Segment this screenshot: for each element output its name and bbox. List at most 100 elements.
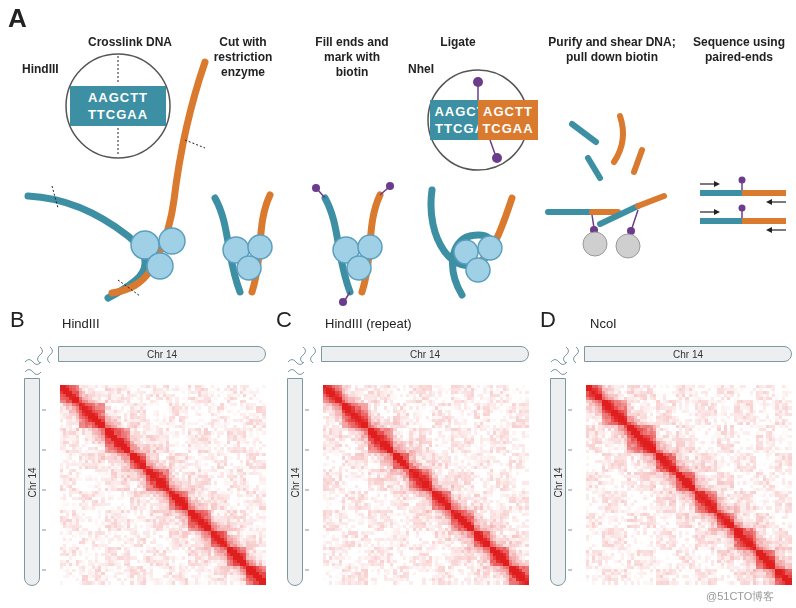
illustration-shape [490,140,495,154]
illustration-shape [473,77,483,87]
illustration-shape [118,128,119,156]
illustration-shape [638,196,664,206]
illustration-shape [700,211,716,212]
illustration-shape [358,235,382,259]
chromosome-label: Chr 14 [290,467,301,497]
illustration-shape [48,347,53,363]
illustration-shape [714,209,720,215]
sequence-text: TTCGAA [74,106,162,123]
illustration-shape [568,410,572,411]
chromosome-label: Chr 14 [27,467,38,497]
chromosome-label: Chr 14 [147,349,177,360]
sequence-text: AAGCTT [74,89,162,106]
step-label: Crosslink DNA [75,35,185,50]
sequence-text: AGCTT [482,103,534,120]
illustration-shape [66,54,170,158]
illustration-shape [305,450,309,451]
illustration-shape [345,292,350,300]
illustration-shape [632,210,638,228]
step-label: HindIII (repeat) [325,316,485,332]
illustration-shape [574,347,579,363]
illustration-shape [288,370,304,375]
illustration-shape [347,256,371,280]
pulldown-step [548,116,664,258]
chromosome-label: Chr 14 [410,349,440,360]
illustration-shape [38,347,43,363]
crosslink-step [28,54,205,298]
sequence-band: AGCTTTCGAA [478,100,538,140]
panel-letter: D [540,306,570,334]
illustration-shape [742,190,786,196]
illustration-shape [700,183,716,184]
sequence-band: AAGCTTTTCGAA [70,86,166,126]
chromosome-ideogram: Chr 14 [584,346,792,362]
illustration-shape [311,347,316,363]
illustration-shape [551,360,567,365]
illustration-shape [700,218,742,224]
illustration-shape [28,196,145,298]
step-label: HindIII [22,62,82,77]
illustration-shape [118,56,119,84]
illustration-shape [380,188,388,195]
illustration-shape [770,229,786,230]
illustration-shape [466,258,490,282]
panel-letter: A [8,2,48,35]
illustration-shape [583,232,607,256]
illustration-shape [742,218,786,224]
chromosome-caps [25,347,579,375]
illustration-shape [739,205,746,212]
step-label: NcoI [590,316,710,332]
illustration-shape [288,360,304,365]
chromosome-label: Chr 14 [553,467,564,497]
illustration-shape [305,490,309,491]
illustration-shape [766,227,772,233]
sequencing-step [700,177,786,234]
step-label: NheI [408,62,448,77]
chromosome-ideogram: Chr 14 [58,346,266,362]
contact-heatmap [60,385,266,585]
illustration-shape [478,236,502,260]
illustration-shape [564,347,569,363]
contact-heatmap [323,385,529,585]
cut-step [215,195,272,292]
illustration-shape [548,209,592,215]
illustration-shape [568,490,572,491]
illustration-shape [42,450,46,451]
illustration-shape [600,206,638,224]
contact-heatmap [586,385,792,585]
illustration-shape [572,124,596,142]
illustration-shape [700,190,742,196]
illustration-shape [714,181,720,187]
illustration-shape [386,182,394,190]
panel-letter: C [276,306,306,334]
illustration-shape [616,234,640,258]
illustration-shape [185,140,205,148]
watermark: @51CTO博客 [706,589,792,603]
illustration-shape [248,235,272,259]
chromosome-ideogram: Chr 14 [550,378,566,586]
illustration-shape [568,530,572,531]
illustration-shape [52,186,58,208]
illustration-shape [42,490,46,491]
illustration-shape [42,570,46,571]
illustration-shape [318,190,325,198]
illustration-shape [551,370,567,375]
panel-letter: B [10,306,40,334]
illustration-shape [492,153,502,163]
chromosome-ideogram: Chr 14 [287,378,303,586]
illustration-shape [42,530,46,531]
illustration-shape [770,201,786,202]
chromosome-label: Chr 14 [673,349,703,360]
sequence-text: TCGAA [482,120,534,137]
step-label: Purify and shear DNA; pull down biotin [537,35,687,65]
illustration-shape [477,86,479,100]
illustration-shape [614,116,623,162]
illustration-shape [312,184,320,192]
illustration-shape [634,150,642,172]
illustration-shape [25,360,41,365]
illustration-shape [147,253,173,279]
step-label: Cut with restriction enzyme [203,35,283,80]
step-label: Sequence using paired-ends [688,35,790,65]
step-label: Fill ends and mark with biotin [310,35,394,80]
